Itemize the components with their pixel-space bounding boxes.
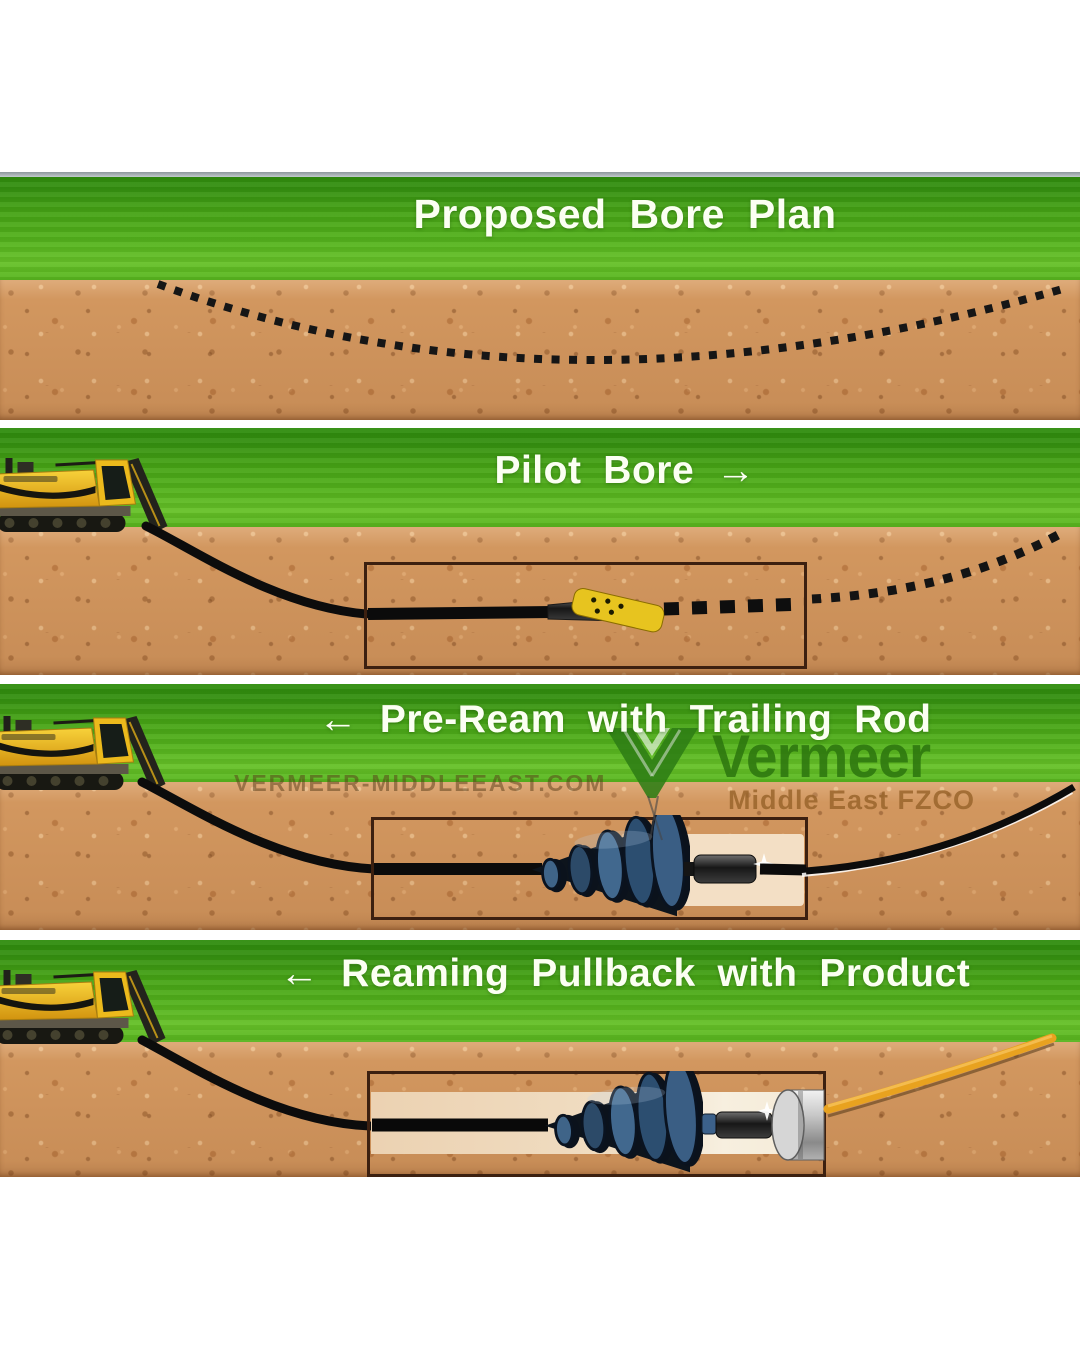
panel-proposed-bore-plan: Proposed Bore Plan <box>0 172 1080 420</box>
pullback-drawing <box>0 968 1057 1177</box>
soil-cross-section <box>0 527 1080 675</box>
panel-title: Proposed Bore Plan <box>413 191 837 237</box>
panel-title: ← Reaming Pullback with Product <box>279 952 971 995</box>
bore-plan-drawing <box>156 280 1068 364</box>
vermeer-v-icon <box>606 728 698 841</box>
panel-pilot-bore: Pilot Bore → <box>0 428 1080 675</box>
panel-title: Pilot Bore → <box>494 449 756 492</box>
grass-surface <box>0 940 1080 1042</box>
grass-surface <box>0 684 1080 782</box>
panel-pre-ream: VERMEER-MIDDLEEAST.COM Vermeer Middle Ea… <box>0 684 1080 930</box>
drill-rod-entry-curve <box>141 521 371 619</box>
swivel-link <box>684 862 696 876</box>
panel-title: ← Pre-Ream with Trailing Rod <box>318 698 932 741</box>
product-pipe-highlight <box>827 1034 1053 1108</box>
product-pipe-curve <box>823 1033 1057 1114</box>
back-reamer-icon <box>545 1071 703 1175</box>
pilot-rod <box>367 606 553 620</box>
proposed-bore-path-dotted <box>156 280 1068 364</box>
grass-surface <box>0 428 1080 527</box>
panel-reaming-pullback: ← Reaming Pullback with Product <box>0 940 1080 1177</box>
reamer-shaft-bit <box>701 1113 717 1135</box>
trailing-rod-stub <box>759 863 807 876</box>
grass-surface <box>0 172 1080 280</box>
pre-ream-drawing <box>0 714 1076 920</box>
swivel-icon <box>693 854 757 884</box>
product-pipe-icon <box>771 1089 825 1161</box>
pilot-bore-drawing <box>0 456 1061 669</box>
trailing-rod-curve <box>805 783 1076 875</box>
watermark-url: VERMEER-MIDDLEEAST.COM <box>234 770 607 796</box>
vermeer-subtext: Middle East FZCO <box>728 785 976 815</box>
drill-head-paddle-icon <box>571 587 665 633</box>
pullback-rod-entry-curve <box>137 1035 375 1131</box>
planned-path-dashes-right <box>811 531 1061 604</box>
soil-cross-section <box>0 280 1080 420</box>
vermeer-wordmark: Vermeer <box>712 723 931 791</box>
detail-inset-box <box>364 562 807 669</box>
product-pipe-shadow <box>827 1042 1055 1118</box>
planned-path-dashes-inset <box>663 597 805 616</box>
swivel-icon <box>715 1111 773 1139</box>
pullback-rod-entry-curve <box>137 777 379 874</box>
